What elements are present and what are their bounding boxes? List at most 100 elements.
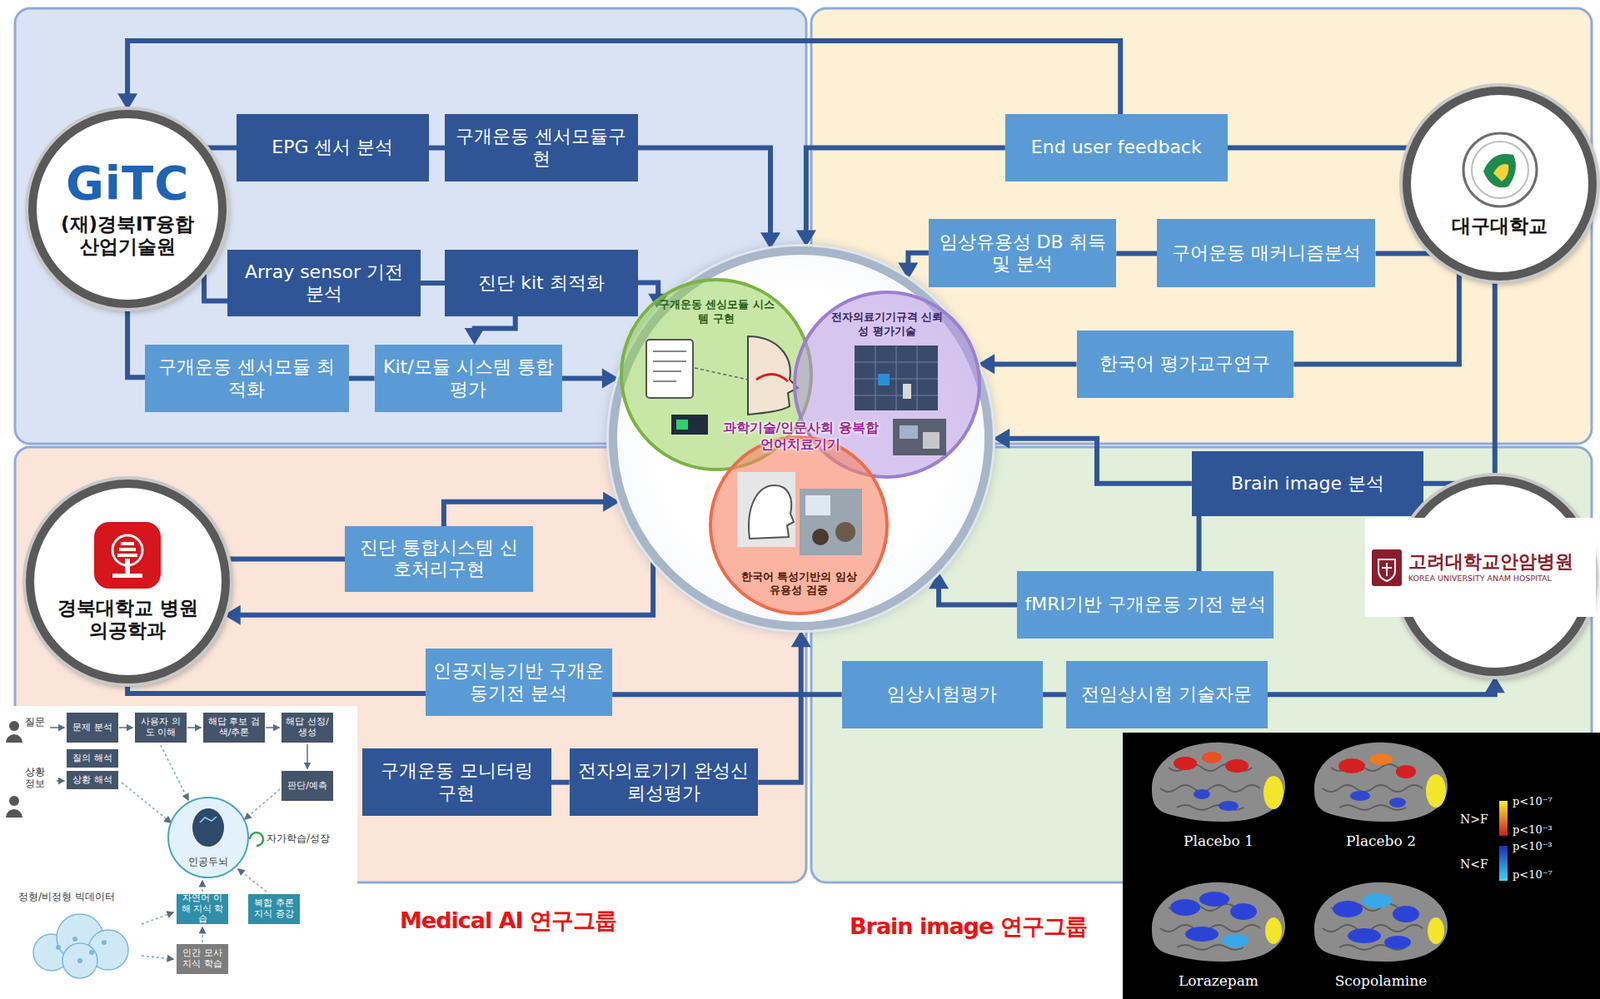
ellipse-shape (1369, 753, 1393, 766)
process-box: EPG 센서 분석 (236, 114, 429, 182)
ellipse-shape (1170, 899, 1201, 917)
connector-line (1375, 250, 1434, 256)
figure-label: N>F (1460, 812, 1489, 827)
logo-text-column: 고려대학교안암병원KOREA UNIVERSITY ANAM HOSPITAL (1408, 551, 1574, 584)
box-text: End user feedback (1011, 136, 1222, 159)
rect-shape (805, 495, 831, 516)
line-shape (160, 745, 189, 801)
ellipse-shape (1265, 917, 1282, 945)
process-box: 인공지능기반 구개운동기전 분석 (425, 648, 613, 717)
hospital-logo (92, 520, 163, 591)
connector-line (938, 587, 1017, 605)
ellipse-shape (1384, 936, 1411, 950)
ellipse-shape (1221, 934, 1249, 948)
arrow-head (791, 630, 812, 648)
ellipse-shape (1225, 759, 1249, 773)
illustration-label: 자연어 이해 지식 학습 (176, 894, 229, 925)
organization-name: (재)경북IT융합 산업기술원 (52, 213, 203, 260)
ellipse-shape (1230, 903, 1257, 921)
connector (227, 558, 346, 560)
organization-name: 대구대학교 (1451, 214, 1548, 239)
circle-shape (89, 950, 95, 956)
process-box: 임상유용성 DB 취득 및 분석 (928, 219, 1117, 288)
ellipse-shape (1395, 765, 1416, 779)
figure-label: p<10⁻⁷ (1512, 795, 1553, 808)
group-title: Medical AI 연구그룹 (399, 906, 617, 937)
rect-shape (1499, 801, 1508, 837)
arrow-head (464, 328, 485, 345)
line-shape (49, 727, 65, 729)
g-shape (1151, 742, 1286, 823)
line-shape (896, 345, 898, 411)
use-shape (1314, 742, 1448, 823)
path-shape (1378, 559, 1396, 582)
central-title: 과학기술/인문사회 융복합 언어치료기기 (721, 419, 880, 454)
central-circle: 과학기술/인문사회 융복합 언어치료기기구개운동 센싱모듈 시스템 구현전자의료… (608, 246, 993, 631)
circle-shape (1471, 141, 1529, 199)
organization-name: 경북대학교 병원 의공학과 (48, 597, 207, 643)
connector (117, 40, 1121, 115)
connector-line (1267, 691, 1496, 695)
connector-line (1492, 280, 1498, 477)
line-shape (917, 345, 918, 411)
organization-circle: 고려대학교안암병원KOREA UNIVERSITY ANAM HOSPITAL (1395, 476, 1596, 677)
ellipse-shape (1338, 758, 1366, 774)
rect-shape (1499, 846, 1508, 882)
line-shape (201, 881, 204, 893)
process-box: Array sensor 기전 분석 (227, 249, 421, 317)
figure-label: Lorazepam (1168, 972, 1269, 990)
circle-shape (9, 721, 20, 732)
box-text: 구개운동 센서모듈구현 (451, 125, 632, 170)
line-shape (56, 780, 65, 783)
illustration-label: 정형/비정형 빅데이터 (18, 891, 115, 903)
circle-shape (1463, 133, 1537, 207)
ellipse-shape (1199, 892, 1230, 908)
path-shape (199, 817, 217, 823)
venn-label: 한국어 특성기반의 임상 유용성 검증 (740, 570, 858, 599)
path-shape (5, 734, 23, 743)
line-shape (141, 956, 174, 960)
connector (1267, 676, 1506, 695)
rect-shape (646, 339, 693, 399)
process-box: End user feedback (1005, 114, 1228, 182)
organization-circle: GiTC(재)경북IT융합 산업기술원 (28, 109, 227, 309)
use-shape (1151, 742, 1286, 823)
line-shape (187, 727, 201, 729)
line-shape (141, 912, 174, 925)
illustration-label: 상황 해석 (66, 771, 119, 790)
g-shape (33, 914, 129, 979)
ellipse-shape (1427, 917, 1445, 945)
rect-shape (94, 522, 161, 589)
box-text: Kit/모듈 시스템 통합평가 (381, 356, 556, 401)
arrow-head (1485, 676, 1506, 693)
illustration-label: 질문 (24, 716, 45, 728)
connector (1227, 147, 1411, 149)
connector (205, 147, 238, 149)
illustration-label: 해답 후보 검색/추론 (203, 712, 265, 743)
process-box: Brain image 분석 (1191, 451, 1424, 517)
ellipse-shape (1392, 906, 1420, 923)
connector (204, 272, 228, 302)
connector (428, 147, 446, 149)
line-shape (652, 370, 682, 373)
circle-shape (77, 958, 83, 964)
connector (562, 368, 619, 389)
rect-shape (120, 542, 135, 546)
box-text: EPG 센서 분석 (243, 136, 422, 159)
rect-shape (877, 373, 890, 386)
connector (443, 492, 620, 527)
figure-label: Scopolamine (1326, 972, 1436, 990)
process-box: 전임상시험 기술자문 (1066, 661, 1267, 729)
connector (757, 630, 811, 783)
connector-line (127, 40, 1121, 115)
rect-shape (14, 8, 807, 444)
group-title: Brain image 연구그룹 (849, 912, 1087, 943)
circle-shape (835, 522, 856, 543)
ellipse-shape (1185, 927, 1219, 943)
g-shape (55, 937, 107, 964)
connector (127, 683, 426, 694)
organization-circle: 대구대학교 (1402, 86, 1597, 281)
illustration-label: 인간 모사 지식 학습 (176, 944, 229, 975)
connector-line (638, 282, 659, 295)
